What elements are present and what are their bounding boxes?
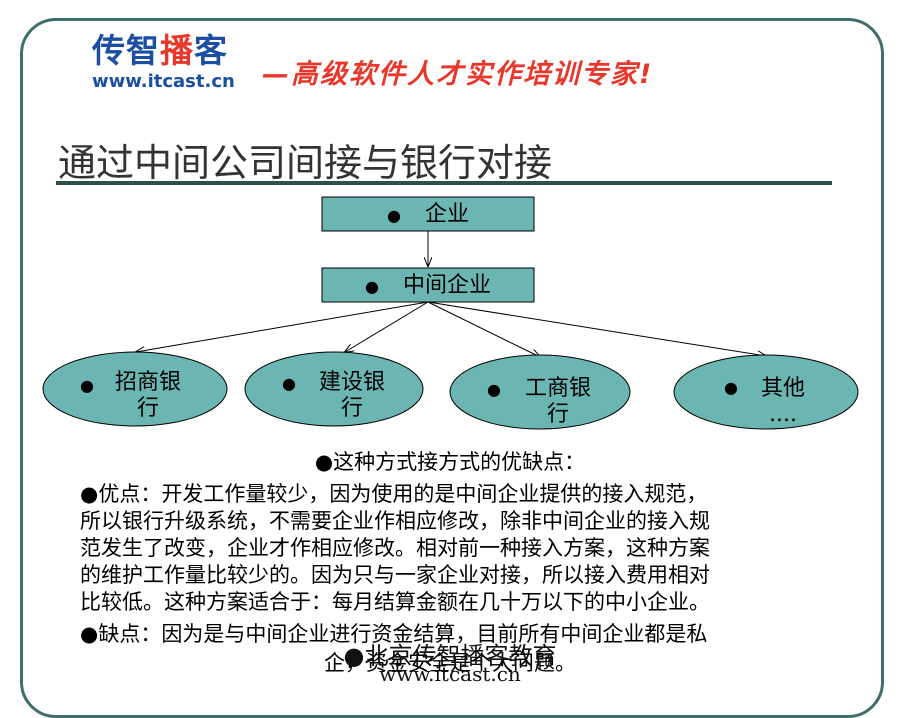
footer-overlap-text: ●北京传智播客教育 bbox=[343, 642, 557, 670]
node-middle-enterprise bbox=[321, 267, 535, 303]
bank-2-label: 建设银行 bbox=[318, 370, 385, 421]
node-bank-3 bbox=[449, 354, 631, 430]
slide-title: 通过中间公司间接与银行对接 bbox=[58, 141, 553, 185]
node-bank-1 bbox=[42, 351, 228, 427]
bank-4-label: 其他.... bbox=[760, 376, 805, 427]
pros-line: ●优点：开发工作量较少，因为使用的是中间企业提供的接入规范， bbox=[80, 482, 708, 506]
node-bank-2 bbox=[244, 351, 424, 427]
slogan: —高级软件人才实作培训专家! bbox=[262, 59, 654, 90]
flow-diagram bbox=[42, 196, 859, 430]
logo-name: 传智播客 bbox=[92, 31, 228, 70]
title-underline bbox=[56, 181, 832, 185]
bank-3-bullet: ● bbox=[487, 380, 501, 399]
arrow-to-bank-2 bbox=[345, 301, 429, 352]
logo-url: www.itcast.cn bbox=[92, 71, 235, 92]
bank-1-label: 招商银行 bbox=[114, 370, 181, 421]
node-enterprise-label: ●企业 bbox=[387, 202, 469, 227]
pros-line: 范发生了改变，企业才作相应修改。相对前一种接入方案，这种方案 bbox=[80, 536, 710, 560]
bank-4-bullet: ● bbox=[724, 378, 738, 397]
pros-paragraph: ●优点：开发工作量较少，因为使用的是中间企业提供的接入规范， 所以银行升级系统，… bbox=[80, 481, 710, 616]
cons-line-1: ●缺点：因为是与中间企业进行资金结算，目前所有中间企业都是私 bbox=[80, 622, 708, 646]
footer-overlap-url: www.itcast.cn bbox=[379, 662, 521, 686]
node-middle-label: ●中间企业 bbox=[365, 273, 491, 298]
node-bank-4 bbox=[673, 354, 859, 430]
arrow-to-bank-3 bbox=[427, 301, 540, 357]
pros-line: 的维护工作量比较少的。因为只与一家企业对接，所以接入费用相对 bbox=[80, 563, 710, 587]
cons-line-2: 企，资金安全是个大问题。 bbox=[324, 651, 576, 675]
arrow-to-bank-1 bbox=[136, 301, 429, 352]
bank-2-bullet: ● bbox=[282, 374, 296, 393]
itcast-logo: 传智播客 www.itcast.cn bbox=[92, 34, 235, 92]
pros-cons-heading: ●这种方式接方式的优缺点： bbox=[314, 450, 586, 474]
bank-1-bullet: ● bbox=[80, 376, 94, 395]
pros-line: 所以银行升级系统，不需要企业作相应修改，除非中间企业的接入规 bbox=[80, 509, 710, 533]
bank-3-label: 工商银行 bbox=[524, 376, 591, 427]
arrow-to-bank-4 bbox=[427, 301, 766, 356]
node-enterprise bbox=[321, 196, 535, 232]
pros-line: 比较低。这种方案适合于：每月结算金额在几十万以下的中小企业。 bbox=[80, 590, 710, 614]
